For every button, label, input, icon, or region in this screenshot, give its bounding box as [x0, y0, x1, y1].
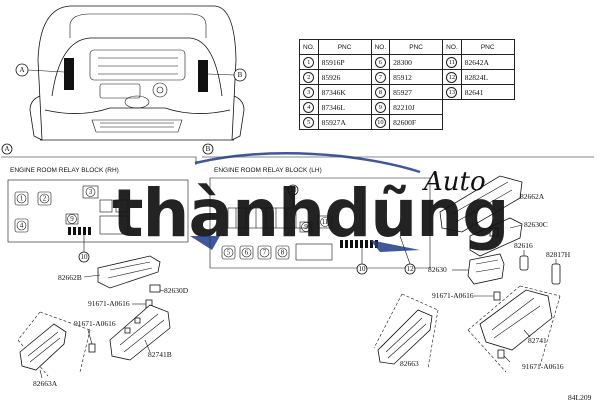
relay-block-lh-marker: [198, 60, 208, 92]
block-item-number: 5: [227, 249, 231, 257]
diagram-code: 84L209: [568, 393, 592, 402]
block-item-number: 9: [70, 215, 74, 223]
part-label-82630d: 82630D: [164, 286, 189, 295]
block-item-number: 3: [89, 188, 93, 196]
block-item-number: 13: [290, 186, 298, 194]
part-label-82630: 82630: [428, 265, 447, 274]
row-number: 5: [303, 116, 315, 128]
part-label-82817h: 82817H: [546, 250, 571, 259]
part-label-82741b: 82741B: [148, 350, 172, 359]
block-item-number: 10: [359, 265, 367, 273]
block-item-number: 4: [20, 222, 24, 230]
row-number: 8: [374, 86, 386, 98]
section-a-letter: A: [4, 145, 9, 153]
section-a: A ENGINE ROOM RELAY BLOCK (RH) 1 2 3 4 9…: [1, 143, 197, 388]
row-number: 4: [303, 101, 315, 113]
part-label-82663a: 82663A: [33, 379, 58, 388]
section-b-title: ENGINE ROOM RELAY BLOCK (LH): [214, 167, 322, 174]
block-item-number: 10: [81, 253, 89, 261]
pnc-value: 82641: [460, 84, 515, 100]
row-number: 10: [374, 116, 386, 128]
table-row: 3 87346K 8 85927 13 82641: [299, 84, 515, 100]
block-item-number: 6: [245, 249, 249, 257]
row-number: 12: [446, 71, 458, 83]
row-number: 7: [374, 71, 386, 83]
block-item-number: 8: [281, 249, 285, 257]
table-row: 5 85927A 10 82600F: [299, 114, 515, 130]
block-item-number: 2: [43, 195, 47, 203]
part-label-bolt-lower: 91671-A0616: [74, 319, 116, 328]
relay-block-rh-marker: [64, 58, 74, 90]
section-b-letter: B: [206, 145, 211, 153]
row-number: 6: [374, 56, 386, 68]
row-number: 3: [303, 86, 315, 98]
part-label-bolt-upper-b: 91671-A0616: [432, 291, 474, 300]
section-a-title: ENGINE ROOM RELAY BLOCK (RH): [10, 167, 119, 174]
part-label-82663: 82663: [400, 359, 419, 368]
part-label-bolt-upper: 91671-A0616: [88, 299, 130, 308]
callout-a: A: [19, 66, 24, 74]
block-item-number: 12: [407, 265, 415, 273]
part-label-bolt-lower-b: 91671-A0616: [522, 362, 564, 371]
pnc-table: NO. PNC NO. PNC NO. PNC 1 85916P 6 28300…: [299, 39, 515, 130]
block-item-number: 11: [322, 218, 329, 226]
pnc-value: 82600F: [389, 114, 444, 130]
block-item-number: 7: [263, 249, 267, 257]
row-number: 9: [374, 101, 386, 113]
row-number: 13: [446, 86, 458, 98]
row-number: 2: [303, 71, 315, 83]
part-label-82616: 82616: [514, 241, 533, 250]
block-item-number: 1: [20, 195, 24, 203]
section-b: B ENGINE ROOM RELAY BLOCK (LH) 13 5 6 7 …: [202, 143, 594, 373]
pnc-value: 85927A: [317, 114, 372, 130]
car-front-view: A B: [15, 5, 247, 141]
callout-b: B: [238, 71, 243, 79]
row-number: 1: [303, 56, 315, 68]
part-label-82662b: 82662B: [58, 273, 82, 282]
table-row: 1 85916P 6 28300 11 82642A: [299, 54, 515, 70]
part-label-82662a: 82662A: [520, 192, 545, 201]
part-label-82630c: 82630C: [524, 220, 548, 229]
part-label-82741: 82741: [528, 336, 547, 345]
table-row: 4 87346L 9 82210J: [299, 99, 515, 115]
block-item-number: 9: [304, 223, 308, 231]
row-number: 11: [446, 56, 458, 68]
